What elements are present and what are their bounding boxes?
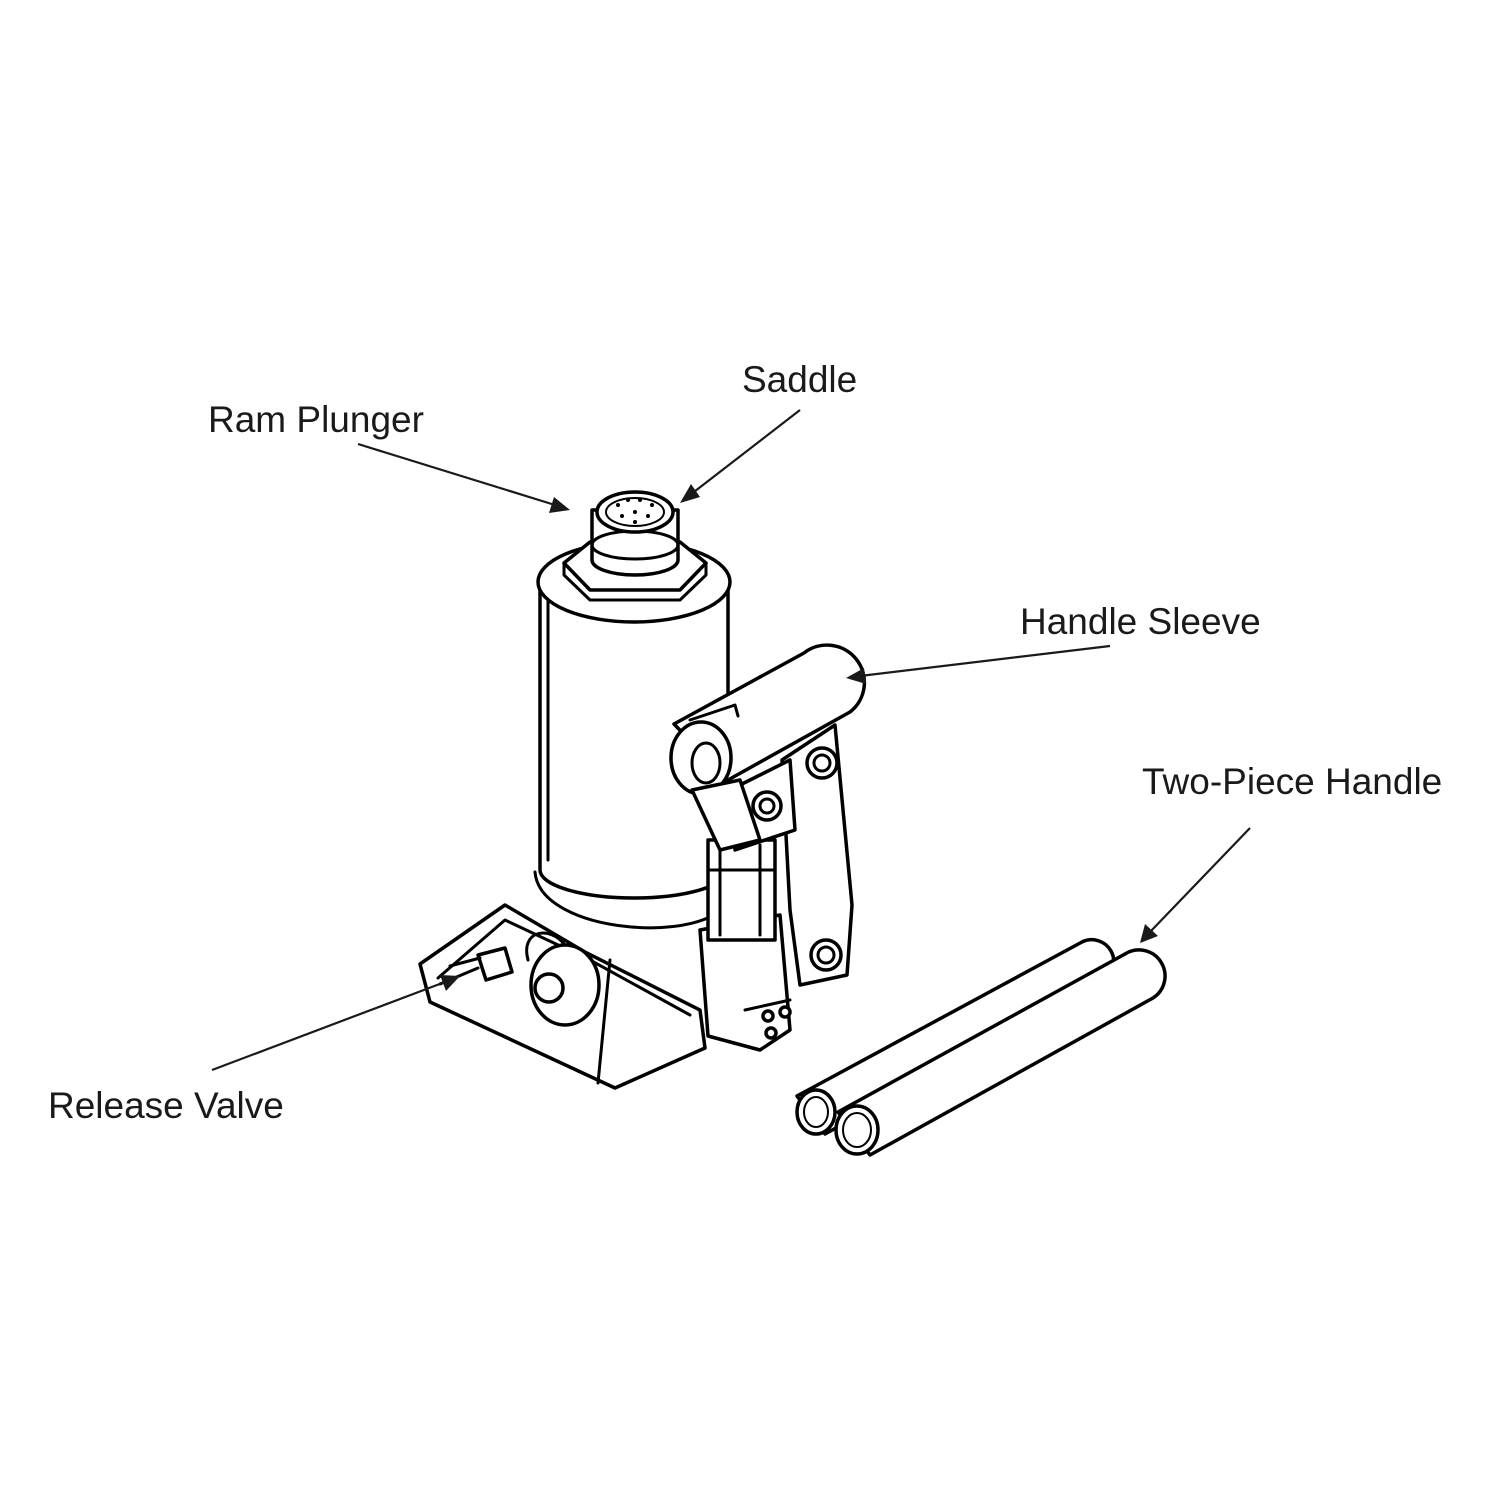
saddle-grip-dots bbox=[616, 498, 654, 524]
leader-ram-plunger bbox=[357, 442, 570, 513]
label-release-valve: Release Valve bbox=[48, 1085, 284, 1126]
leader-two-piece-handle bbox=[1140, 827, 1251, 943]
leader-release-valve bbox=[211, 975, 460, 1072]
label-handle-sleeve: Handle Sleeve bbox=[1020, 601, 1261, 642]
handle-sleeve-part bbox=[669, 643, 867, 852]
label-two-piece-handle: Two-Piece Handle bbox=[1142, 761, 1442, 802]
oil-fill-screw bbox=[525, 931, 601, 1027]
pump-linkage bbox=[728, 723, 854, 987]
saddle-part bbox=[595, 490, 675, 534]
label-ram-plunger: Ram Plunger bbox=[208, 399, 424, 440]
pump-piston bbox=[706, 838, 777, 942]
handle-tube-front bbox=[834, 948, 1167, 1157]
bottle-jack-illustration bbox=[418, 490, 867, 1090]
leader-saddle bbox=[680, 409, 801, 503]
pump-housing bbox=[698, 913, 792, 1052]
label-saddle: Saddle bbox=[742, 359, 857, 400]
leader-handle-sleeve bbox=[846, 644, 1111, 684]
two-piece-handle-illustration bbox=[795, 938, 1167, 1157]
